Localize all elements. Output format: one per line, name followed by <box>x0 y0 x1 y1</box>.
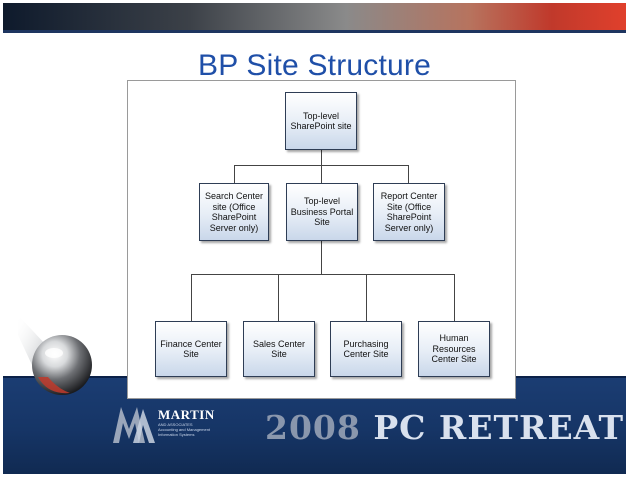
node-sales-center-site: Sales Center Site <box>243 321 315 377</box>
site-structure-diagram: Top-level SharePoint site Search Center … <box>127 80 516 399</box>
connector-level2-left <box>234 165 235 183</box>
event-year: 2008 <box>265 408 361 447</box>
slide-title: BP Site Structure <box>198 49 431 82</box>
logo-tagline: Accounting and Management Information Sy… <box>158 427 211 437</box>
ma-monogram-icon <box>113 407 155 443</box>
connector-level3-2 <box>278 274 279 321</box>
logo-and-associates: AND ASSOCIATES <box>158 422 193 427</box>
martin-associates-logo: MARTIN AND ASSOCIATES Accounting and Man… <box>111 403 257 445</box>
connector-level3-1 <box>191 274 192 321</box>
node-purchasing-center-site: Purchasing Center Site <box>330 321 402 377</box>
glass-sphere-icon <box>18 315 92 395</box>
node-finance-center-site: Finance Center Site <box>155 321 227 377</box>
node-top-level-business-portal: Top-level Business Portal Site <box>286 183 358 241</box>
connector-level2-mid <box>321 165 322 183</box>
connector-level3-bar <box>191 274 455 275</box>
connector-mid-down <box>321 240 322 274</box>
node-human-resources-center-site: Human Resources Center Site <box>418 321 490 377</box>
connector-level3-4 <box>454 274 455 321</box>
connector-level2-right <box>408 165 409 183</box>
event-name: PC RETREAT <box>373 408 624 447</box>
logo-name: MARTIN <box>158 407 215 422</box>
node-report-center-site: Report Center Site (Office SharePoint Se… <box>373 183 445 241</box>
event-title: 2008 PC RETREAT <box>265 408 624 447</box>
node-search-center-site: Search Center site (Office SharePoint Se… <box>199 183 269 241</box>
logo-subtext: AND ASSOCIATES Accounting and Management… <box>158 422 228 437</box>
slide: BP Site Structure <box>3 3 626 474</box>
connector-root-down <box>321 150 322 166</box>
header-gradient-band <box>3 3 626 33</box>
connector-level3-3 <box>366 274 367 321</box>
node-top-level-sharepoint-site: Top-level SharePoint site <box>285 92 357 150</box>
